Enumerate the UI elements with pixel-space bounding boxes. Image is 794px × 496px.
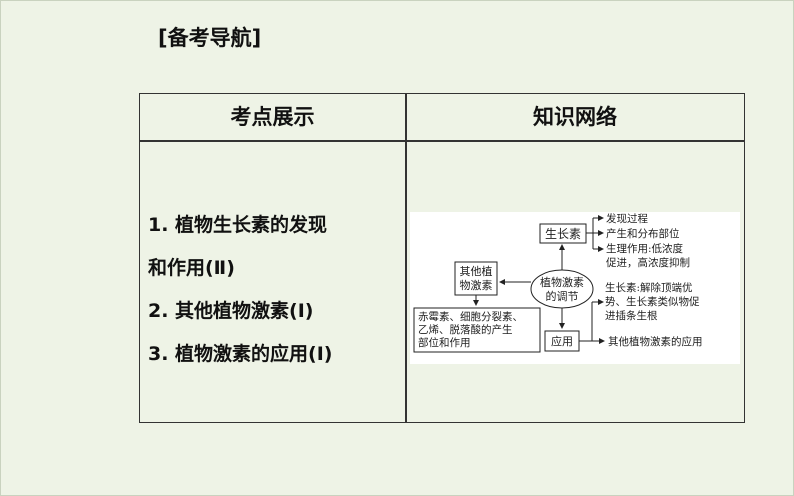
other-detail-text: 乙烯、脱落酸的产生 (418, 323, 513, 336)
auxin-item: 促进，高浓度抑制 (606, 256, 690, 269)
knowledge-network-diagram: 植物激素 的调节 生长素 发现过程 产生和分布部位 生理作用:低浓度 促进，高浓… (410, 212, 740, 364)
auxin-item: 发现过程 (606, 212, 648, 225)
app-auxin-text: 进插条生根 (605, 309, 658, 322)
column-divider (405, 94, 407, 422)
other-detail-text: 部位和作用 (418, 336, 471, 349)
app-auxin-text: 生长素:解除顶端优 (605, 281, 693, 294)
center-node-label: 植物激素 (540, 275, 584, 289)
column-header-network: 知识网络 (533, 105, 617, 129)
other-detail-text: 赤霉素、细胞分裂素、 (418, 310, 523, 323)
app-other-text: 其他植物激素的应用 (608, 335, 703, 348)
other-hormones-label: 物激素 (460, 278, 493, 292)
other-detail-node (413, 307, 541, 353)
auxin-item: 产生和分布部位 (606, 227, 680, 240)
app-auxin-text: 势、生长素类似物促 (605, 295, 700, 308)
exam-point: 和作用(Ⅱ) (148, 257, 235, 279)
exam-point: 1. 植物生长素的发现 (148, 214, 328, 236)
center-node-label: 的调节 (546, 289, 579, 303)
exam-points-list: 1. 植物生长素的发现 和作用(Ⅱ) 2. 其他植物激素(Ⅰ) 3. 植物激素的… (148, 204, 403, 376)
other-hormones-label: 其他植 (460, 264, 493, 278)
content-table: 考点展示 知识网络 1. 植物生长素的发现 和作用(Ⅱ) 2. 其他植物激素(Ⅰ… (139, 93, 745, 423)
auxin-node-label: 生长素 (545, 227, 581, 241)
header-divider (140, 140, 744, 142)
application-label: 应用 (551, 334, 573, 348)
exam-point: 3. 植物激素的应用(Ⅰ) (148, 343, 333, 365)
exam-point: 2. 其他植物激素(Ⅰ) (148, 300, 314, 322)
concept-map: 植物激素 的调节 生长素 发现过程 产生和分布部位 生理作用:低浓度 促进，高浓… (413, 212, 703, 353)
auxin-item: 生理作用:低浓度 (606, 242, 684, 255)
page-title: [备考导航] (158, 26, 262, 50)
column-header-points: 考点展示 (230, 105, 315, 129)
